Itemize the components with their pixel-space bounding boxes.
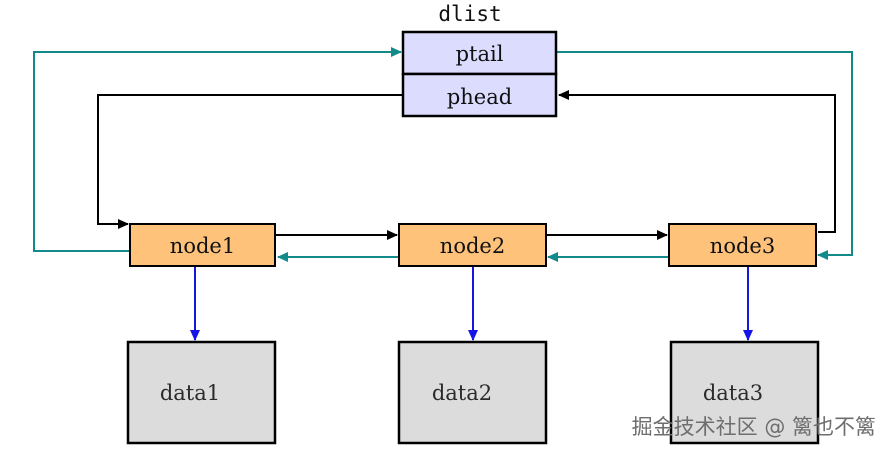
data-box-2: data2	[397, 340, 548, 445]
data-label: data2	[432, 381, 492, 405]
node-label: node2	[440, 234, 505, 258]
node-box	[129, 223, 276, 267]
node-box	[398, 223, 547, 267]
data-label: data3	[703, 381, 763, 405]
data-box	[126, 340, 277, 445]
node3-to-phead-arrow	[558, 90, 836, 233]
data-label: data1	[160, 381, 220, 405]
data-box	[669, 340, 820, 445]
node-3: node3	[668, 223, 817, 267]
data-box	[397, 340, 548, 445]
watermark: 掘金技术社区 @ 篱也不篱	[632, 415, 876, 439]
phead-field	[401, 72, 558, 118]
node-2: node2	[398, 223, 547, 267]
data-box-3: data3	[669, 340, 820, 445]
ptail-to-node3-arrow	[557, 51, 853, 260]
node-label: node3	[710, 234, 775, 258]
phead-to-node1-arrow	[97, 94, 403, 229]
node-label: node1	[170, 234, 235, 258]
node1-to-ptail-arrow	[33, 47, 402, 252]
dlist-struct: ptail phead	[401, 30, 558, 118]
ptail-field	[401, 30, 558, 76]
dlist-title: dlist	[438, 2, 501, 26]
ptail-label: ptail	[456, 42, 504, 66]
data-box-1: data1	[126, 340, 277, 445]
node-box	[668, 223, 817, 267]
phead-label: phead	[447, 85, 512, 109]
node-1: node1	[129, 223, 276, 267]
